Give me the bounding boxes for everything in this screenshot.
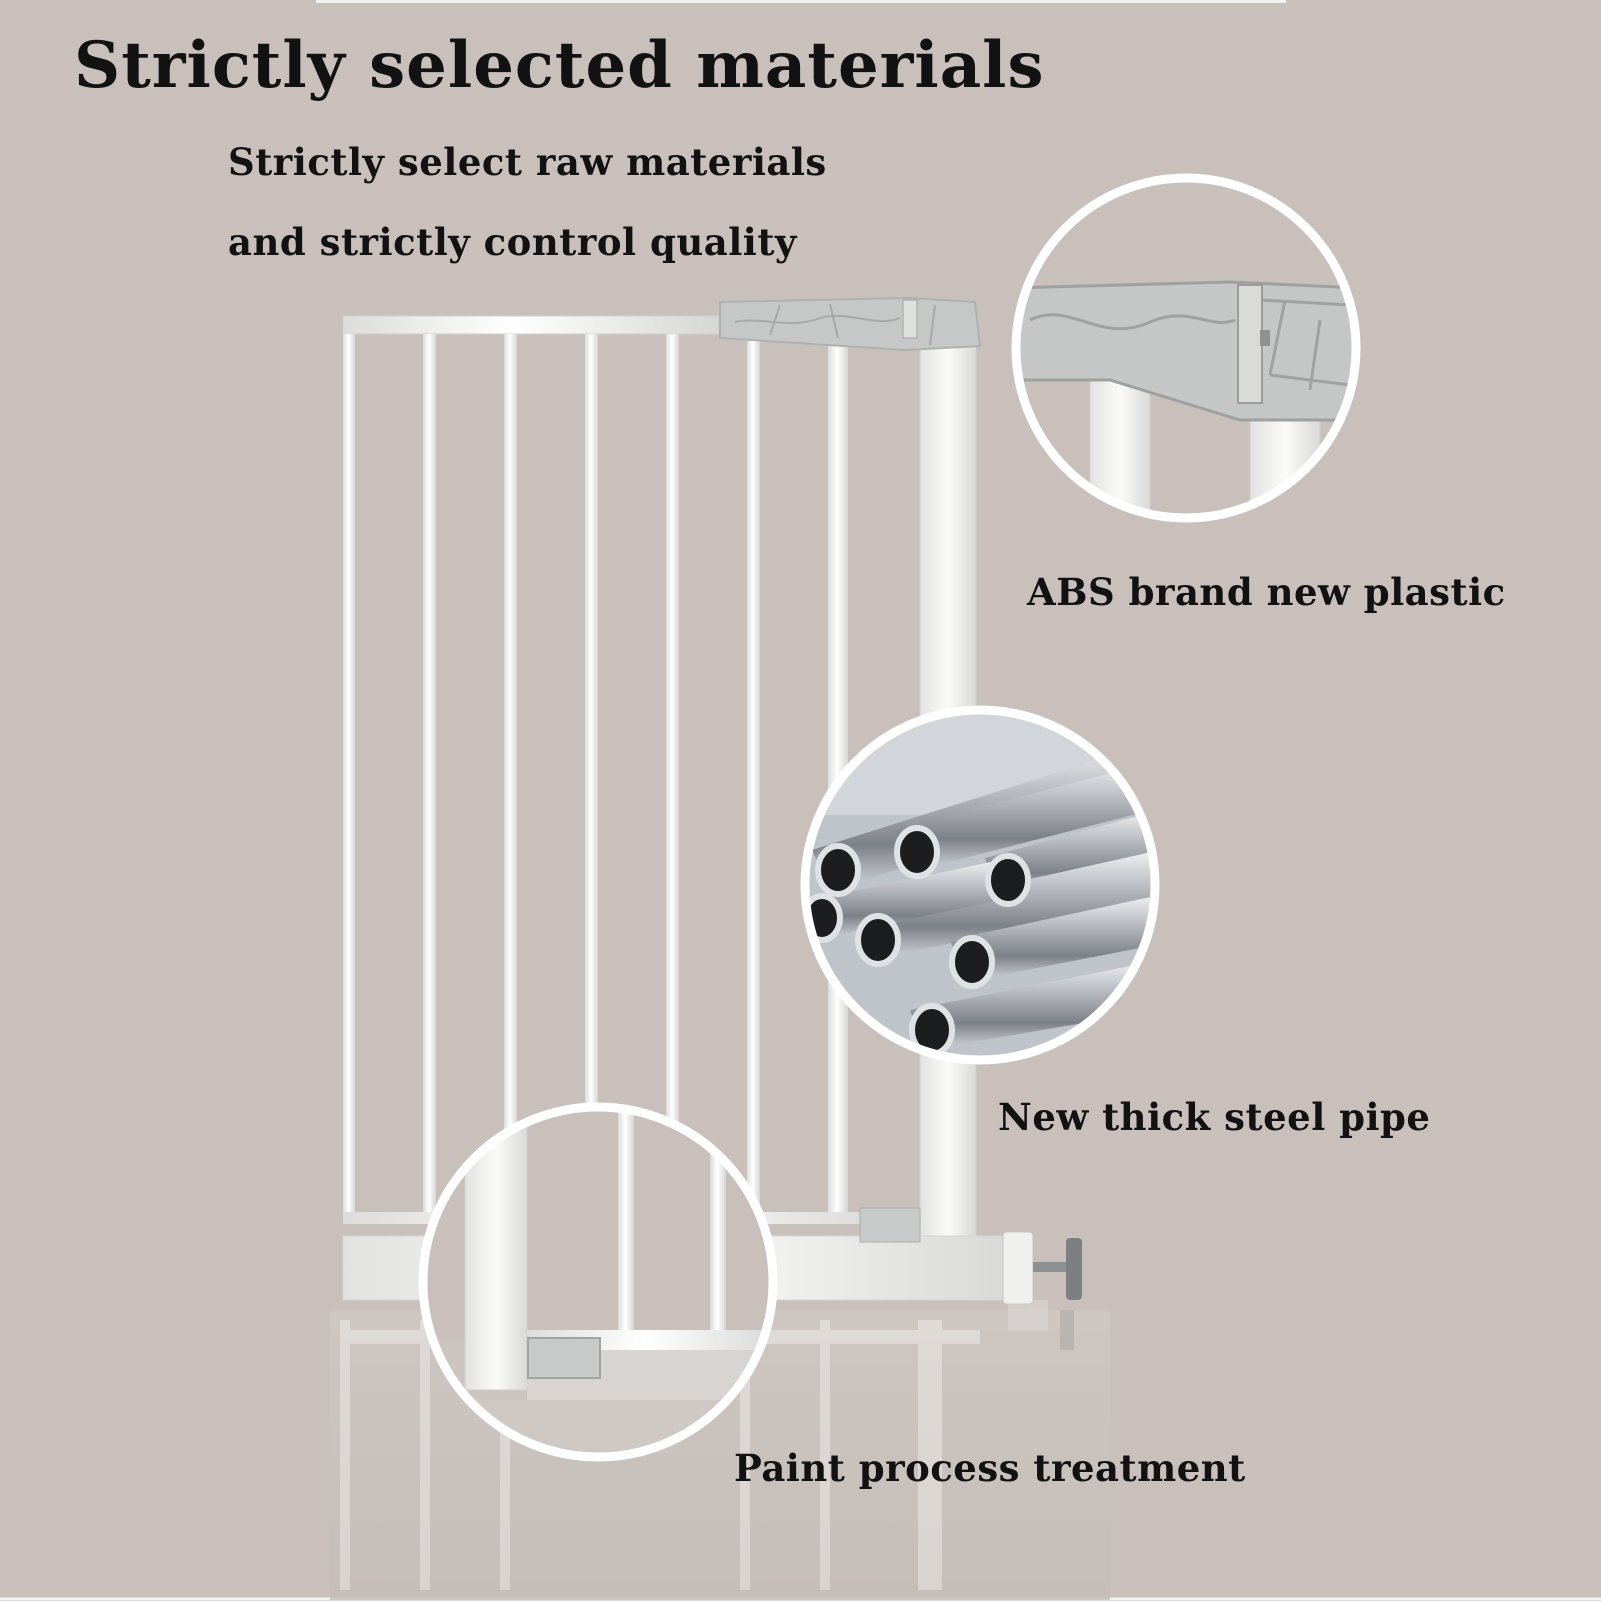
subheadline-line-2: and strictly control quality	[228, 220, 797, 264]
plastic-closeup	[1011, 173, 1361, 523]
steel-pipe-closeup	[800, 705, 1160, 1065]
caption-plastic: ABS brand new plastic	[1027, 570, 1506, 614]
caption-steel: New thick steel pipe	[998, 1095, 1431, 1139]
caption-paint: Paint process treatment	[734, 1446, 1246, 1490]
headline: Strictly selected materials	[74, 28, 1045, 103]
subheadline-line-1: Strictly select raw materials	[228, 140, 827, 184]
